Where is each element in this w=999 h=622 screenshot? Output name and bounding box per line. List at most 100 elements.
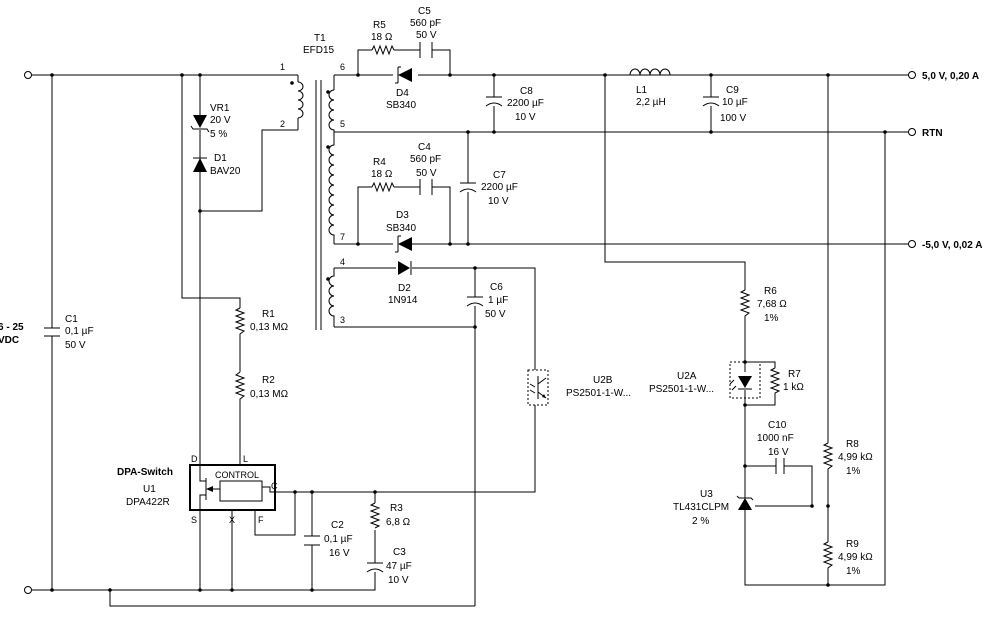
label-components-r6-v1: 7,68 Ω <box>757 299 787 310</box>
label-components-u3-ref: U3 <box>700 489 713 500</box>
label-pins-f: F <box>258 515 264 525</box>
label-components-u1-ref: U1 <box>143 484 156 495</box>
resistor-r4 <box>371 181 395 193</box>
label-components-c1-v1: 0,1 µF <box>65 326 94 337</box>
capacitor-c5 <box>419 42 433 58</box>
output-pos-label: 5,0 V, 0,20 A <box>922 71 979 82</box>
label-components-c8-ref: C8 <box>520 86 533 97</box>
label-components-r2-ref: R2 <box>262 375 275 386</box>
label-components-t1-ref: T1 <box>314 33 326 44</box>
diode-d4 <box>395 66 412 84</box>
label-components-c10-ref: C10 <box>768 420 787 431</box>
label-pins-t7: 7 <box>340 232 345 242</box>
label-components-c2-v1: 0,1 µF <box>324 534 353 545</box>
output-rtn-label: RTN <box>922 128 943 139</box>
label-components-u1-family: DPA-Switch <box>117 467 173 478</box>
label-components-u3-v1: TL431CLPM <box>673 502 729 513</box>
label-components-c5-v2: 50 V <box>416 30 437 41</box>
label-components-c1-ref: C1 <box>65 314 78 325</box>
label-components-u2b-ref: U2B <box>593 375 613 386</box>
label-components-c1-v2: 50 V <box>65 340 86 351</box>
resistor-r3 <box>369 502 381 529</box>
label-pins-t5: 5 <box>340 119 345 129</box>
label-components-c2-ref: C2 <box>331 520 344 531</box>
label-pins-t6: 6 <box>340 62 345 72</box>
label-pins-t3: 3 <box>340 315 345 325</box>
label-components-r9-v1: 4,99 kΩ <box>838 552 873 563</box>
label-components-c6-v1: 1 µF <box>488 295 508 306</box>
label-components-r9-ref: R9 <box>846 539 859 550</box>
label-components-c10-v1: 1000 nF <box>757 433 794 444</box>
label-pins-l: L <box>243 454 248 464</box>
label-components-c7-ref: C7 <box>493 170 506 181</box>
label-components-r8-ref: R8 <box>846 439 859 450</box>
label-pins-c: C <box>271 481 278 491</box>
label-components-c3-ref: C3 <box>393 547 406 558</box>
terminals <box>24 71 916 594</box>
label-components-c8-v2: 10 V <box>515 112 536 123</box>
capacitor-c3 <box>366 562 384 573</box>
label-components-r3-ref: R3 <box>390 503 403 514</box>
label-components-r8-v1: 4,99 kΩ <box>838 452 873 463</box>
label-components-r7-ref: R7 <box>788 369 801 380</box>
label-components-c6-ref: C6 <box>490 282 503 293</box>
resistor-r8 <box>822 442 834 471</box>
label-components-r1-v1: 0,13 MΩ <box>250 322 289 333</box>
capacitor-c10 <box>775 458 785 474</box>
label-components-r5-v1: 18 Ω <box>371 32 393 43</box>
diode-d2 <box>398 261 412 275</box>
label-components-d2-ref: D2 <box>398 283 411 294</box>
resistor-r6 <box>739 289 751 318</box>
label-components-c10-v2: 16 V <box>768 447 789 458</box>
label-components-vr1-ref: VR1 <box>210 103 230 114</box>
label-components-d1-ref: D1 <box>214 153 227 164</box>
capacitor-c7 <box>459 182 477 193</box>
resistor-r5 <box>371 44 395 56</box>
label-components-vr1-v1: 20 V <box>210 115 231 126</box>
label-components-r6-v2: 1% <box>764 313 779 324</box>
label-components-l1-v1: 2,2 µH <box>636 97 666 108</box>
label-components-c9-ref: C9 <box>726 85 739 96</box>
label-components-u2b-v1: PS2501-1-W... <box>566 388 631 399</box>
label-components-r4-ref: R4 <box>373 157 386 168</box>
label-components-c9-v1: 10 µF <box>722 97 748 108</box>
label-pins-t1: 1 <box>280 62 285 72</box>
label-components-u1-block: CONTROL <box>215 470 259 480</box>
inductor-l1 <box>629 68 671 76</box>
capacitor-c1 <box>44 327 60 337</box>
label-components-c5-ref: C5 <box>418 6 431 17</box>
label-components-c4-v1: 560 pF <box>410 154 441 165</box>
resistor-r7 <box>769 367 781 395</box>
label-components-c3-v1: 47 µF <box>386 561 412 572</box>
label-components-r4-v1: 18 Ω <box>371 169 393 180</box>
resistor-r9 <box>822 541 834 570</box>
labels: 6 - 25 VDC 5,0 V, 0,20 A RTN -5,0 V, 0,0… <box>0 6 982 586</box>
label-components-r9-v2: 1% <box>846 566 861 577</box>
capacitor-c8 <box>485 96 503 107</box>
label-components-d3-ref: D3 <box>396 210 409 221</box>
label-components-c7-v2: 10 V <box>488 196 509 207</box>
transformer-t1 <box>290 80 335 330</box>
label-pins-t2: 2 <box>280 119 285 129</box>
label-components-c2-v2: 16 V <box>329 548 350 559</box>
input-voltage-label: 6 - 25 <box>0 322 24 333</box>
label-components-r2-v1: 0,13 MΩ <box>250 389 289 400</box>
zener-vr1 <box>190 115 210 133</box>
label-components-d2-v1: 1N914 <box>388 295 418 306</box>
label-components-r3-v1: 6,8 Ω <box>386 517 411 528</box>
label-components-r6-ref: R6 <box>764 286 777 297</box>
optocoupler-u2a <box>729 361 761 399</box>
label-components-u2a-v1: PS2501-1-W... <box>649 384 714 395</box>
resistor-r1 <box>234 307 246 336</box>
tl431-u3 <box>736 495 754 510</box>
label-pins-x: X <box>229 515 235 525</box>
label-components-vr1-v2: 5 % <box>210 129 227 140</box>
input-voltage-unit: VDC <box>0 335 19 346</box>
label-components-c4-ref: C4 <box>418 142 431 153</box>
label-components-t1-v1: EFD15 <box>303 45 335 56</box>
wires <box>32 49 908 607</box>
label-components-d1-v1: BAV20 <box>210 166 241 177</box>
label-components-u1-v1: DPA422R <box>126 497 170 508</box>
label-components-d3-v1: SB340 <box>386 223 416 234</box>
